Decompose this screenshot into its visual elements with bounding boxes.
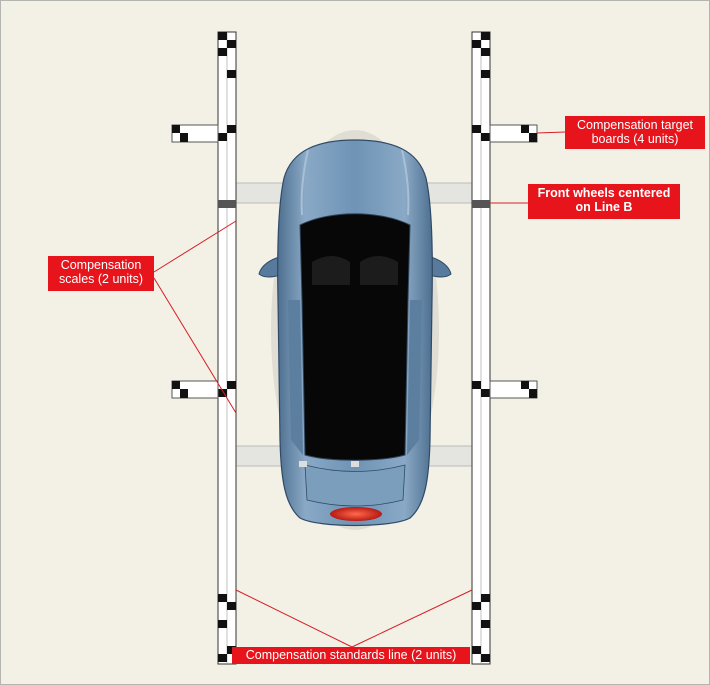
label-compensation-scales: Compensation scales (2 units): [48, 256, 154, 291]
target-board-upper-left: [171, 124, 219, 143]
leader-lines: [153, 131, 566, 648]
target-board-lower-right: [489, 380, 538, 399]
leader-standards-right: [351, 589, 473, 648]
target-board-lower-left: [171, 380, 219, 399]
leader-target-boards: [536, 131, 566, 134]
leader-scales-upper: [153, 220, 237, 273]
leader-standards-left: [235, 589, 353, 648]
target-board-upper-right: [489, 124, 538, 143]
leader-scales-lower: [153, 277, 237, 414]
left-compensation-scale: [217, 31, 237, 665]
car-top-view: [258, 130, 452, 530]
label-target-boards: Compensation target boards (4 units): [565, 116, 705, 149]
label-standards-line: Compensation standards line (2 units): [232, 647, 470, 664]
right-compensation-scale: [471, 31, 491, 665]
label-front-wheels: Front wheels centered on Line B: [528, 184, 680, 219]
